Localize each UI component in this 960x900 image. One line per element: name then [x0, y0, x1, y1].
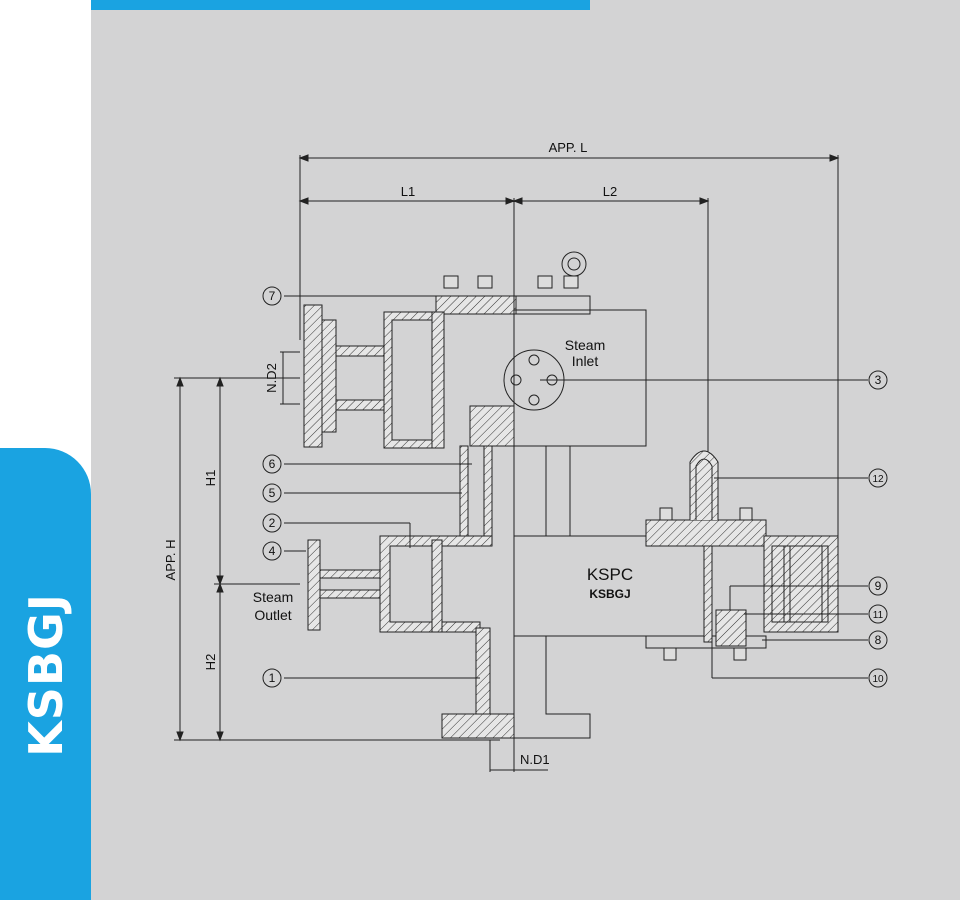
dim-l2: L2 [603, 184, 617, 199]
side-tab [0, 448, 91, 900]
leader-lines [284, 295, 868, 679]
steam-inlet-label-2: Inlet [572, 353, 599, 369]
svg-text:5: 5 [269, 486, 276, 500]
dim-app-l: APP. L [549, 140, 588, 155]
right-assembly [645, 450, 839, 661]
brand-label: KSPC [587, 565, 633, 584]
callout-3: 3 [868, 370, 888, 390]
callout-10: 10 [868, 668, 888, 688]
left-assembly [303, 251, 587, 739]
dim-nd2: N.D2 [264, 363, 279, 393]
steam-body [503, 295, 711, 740]
callout-2: 2 [262, 513, 282, 533]
steam-outlet-label-2: Outlet [254, 607, 291, 623]
svg-text:6: 6 [269, 457, 276, 471]
svg-text:1: 1 [269, 671, 276, 685]
dim-nd1: N.D1 [520, 752, 550, 767]
callout-7: 7 [262, 286, 282, 306]
callout-5: 5 [262, 483, 282, 503]
svg-text:7: 7 [269, 289, 276, 303]
steam-inlet-label-1: Steam [565, 337, 605, 353]
callout-6: 6 [262, 454, 282, 474]
dimension-lines [174, 154, 840, 772]
svg-text:2: 2 [269, 516, 276, 530]
callout-1: 1 [262, 668, 282, 688]
dim-h2: H2 [203, 654, 218, 671]
callout-4: 4 [262, 541, 282, 561]
svg-text:8: 8 [875, 633, 882, 647]
callout-11: 11 [868, 604, 888, 624]
dim-l1: L1 [401, 184, 415, 199]
svg-text:9: 9 [875, 579, 882, 593]
svg-text:11: 11 [873, 610, 884, 621]
top-accent-bar [91, 0, 590, 10]
dim-h1: H1 [203, 470, 218, 487]
svg-text:3: 3 [875, 373, 882, 387]
drawing-background [91, 0, 960, 900]
model-label: KSBGJ [589, 587, 630, 601]
callout-8: 8 [868, 630, 888, 650]
steam-outlet-label-1: Steam [253, 589, 293, 605]
svg-text:4: 4 [269, 544, 276, 558]
callout-12: 12 [868, 468, 888, 488]
svg-text:10: 10 [872, 674, 884, 685]
dim-app-h: APP. H [163, 540, 178, 581]
callout-9: 9 [868, 576, 888, 596]
svg-text:12: 12 [872, 474, 884, 485]
